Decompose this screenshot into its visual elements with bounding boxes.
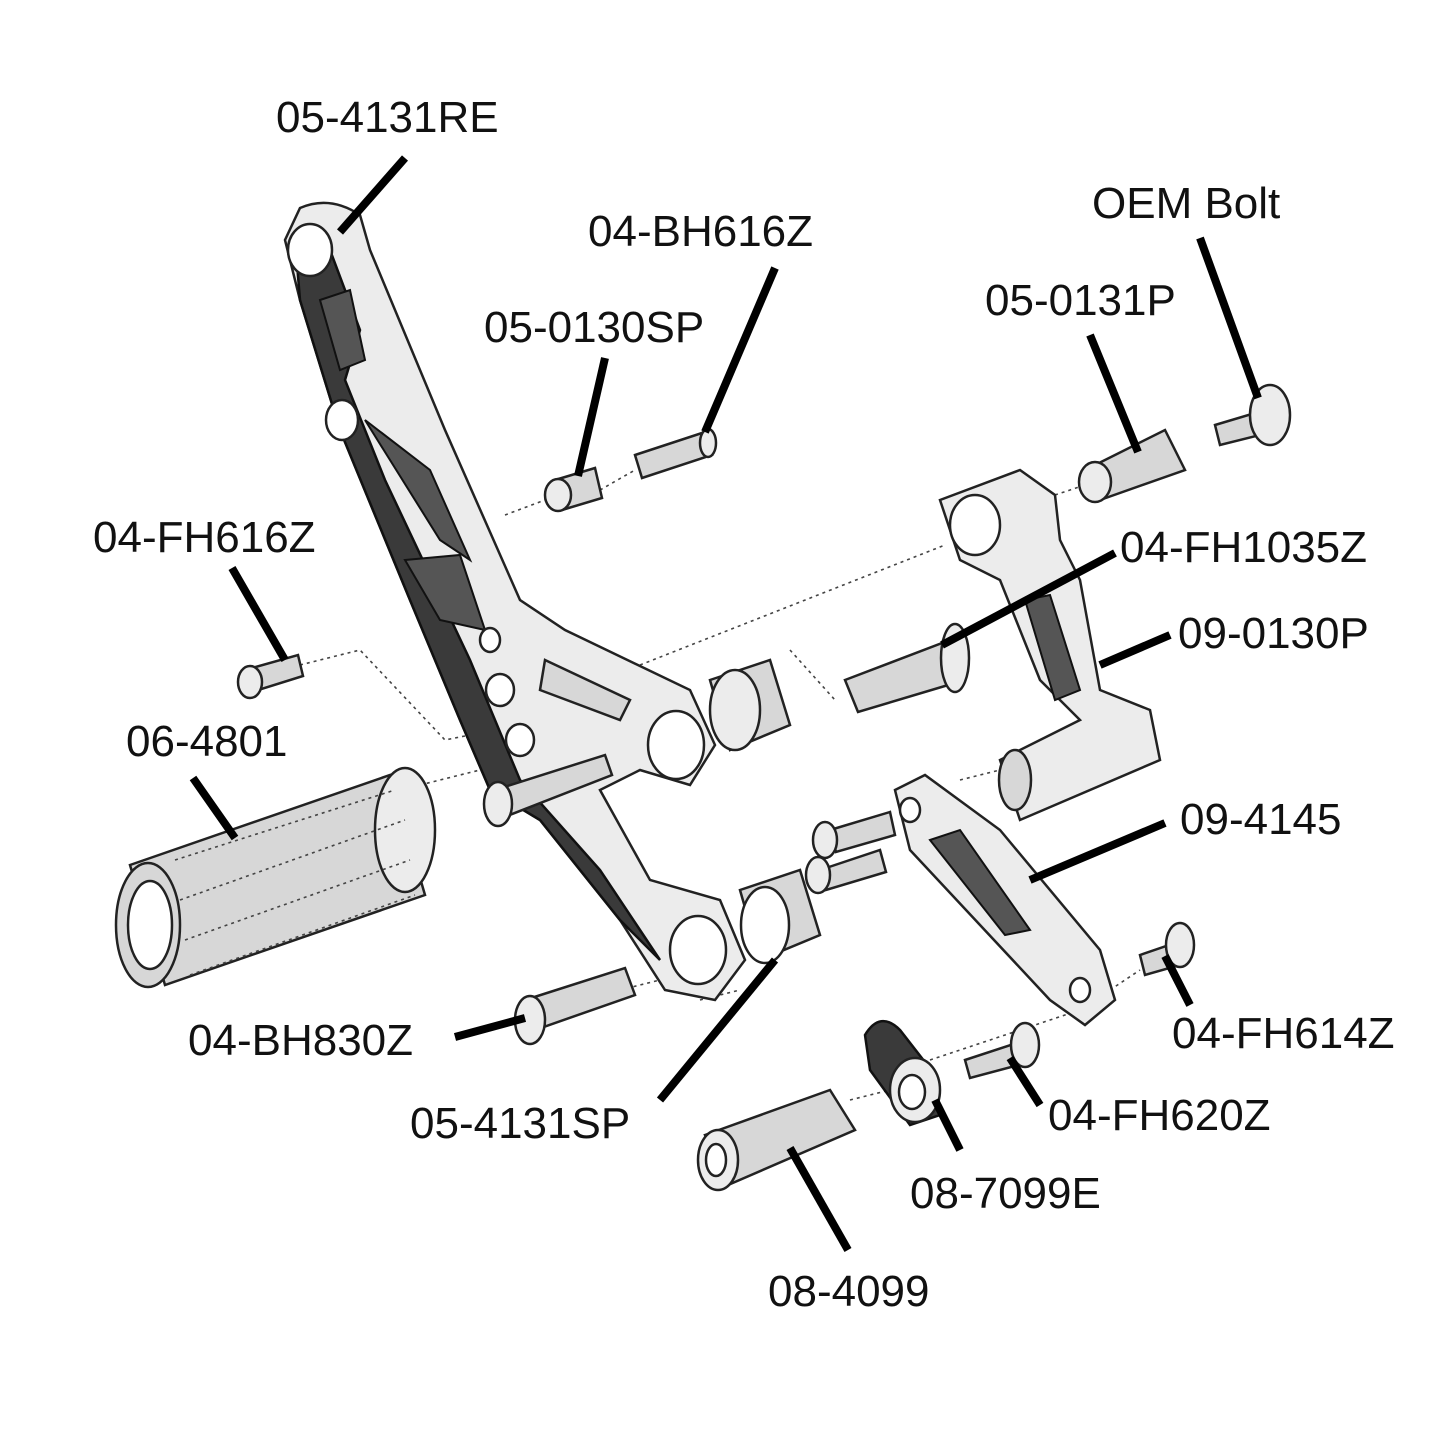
- label-09-0130P: 09-0130P: [1178, 609, 1369, 658]
- label-04-FH1035Z: 04-FH1035Z: [1120, 523, 1367, 572]
- footpeg-06-4801: [114, 766, 437, 989]
- bolt-04-BH616Z: [633, 427, 718, 480]
- leader-09-0130P: [1098, 631, 1172, 669]
- spacer-top: [708, 658, 792, 752]
- bolt-04-FH1035Z: [843, 622, 971, 714]
- footpeg-shaft: [482, 753, 614, 828]
- rearset-plate-05-4131RE: [283, 201, 747, 1002]
- label-04-FH614Z: 04-FH614Z: [1172, 1009, 1395, 1058]
- leader-08-4099: [786, 1146, 852, 1252]
- leader-05-4131RE: [336, 155, 409, 235]
- label-04-FH620Z: 04-FH620Z: [1048, 1091, 1271, 1140]
- leader-09-4145: [1028, 819, 1167, 884]
- label-04-FH616Z: 04-FH616Z: [93, 513, 316, 562]
- leader-04-BH830Z: [453, 1014, 527, 1041]
- label-05-0131P: 05-0131P: [985, 276, 1176, 325]
- label-08-4099: 08-4099: [768, 1267, 929, 1316]
- leader-05-4131SP: [656, 957, 779, 1103]
- leader-OEM-Bolt: [1196, 236, 1262, 400]
- label-05-4131SP: 05-4131SP: [410, 1099, 630, 1148]
- bolt-04-FH620Z: [963, 1021, 1041, 1080]
- spacer-05-4131SP: [738, 868, 822, 965]
- leader-05-0131P: [1086, 333, 1142, 454]
- leader-lines: [189, 155, 1262, 1252]
- bolt-04-BH830Z: [513, 966, 637, 1046]
- link-arm-09-4145: [893, 773, 1117, 1027]
- leader-04-BH616Z: [701, 266, 779, 434]
- label-05-0130SP: 05-0130SP: [484, 303, 704, 352]
- oem-bolt: [1213, 383, 1292, 447]
- leader-06-4801: [189, 775, 239, 841]
- label-05-4131RE: 05-4131RE: [276, 93, 499, 142]
- label-OEM-Bolt: OEM Bolt: [1092, 179, 1280, 228]
- part-labels: 05-4131RE 04-BH616Z OEM Bolt 05-0131P 05…: [93, 93, 1395, 1316]
- label-06-4801: 06-4801: [126, 717, 287, 766]
- leader-05-0130SP: [574, 357, 609, 477]
- assembly-guide-lines: [299, 469, 1141, 1101]
- leader-04-FH1035Z: [940, 549, 1117, 649]
- leader-04-FH614Z: [1161, 954, 1194, 1007]
- spacer-05-0130SP: [543, 466, 604, 513]
- clevis-08-7099E: [863, 1020, 942, 1127]
- leader-08-7099E: [931, 1098, 964, 1152]
- label-09-4145: 09-4145: [1180, 795, 1341, 844]
- rod-08-4099: [696, 1088, 857, 1192]
- label-04-BH616Z: 04-BH616Z: [588, 207, 813, 256]
- leader-04-FH616Z: [228, 566, 289, 662]
- bolts-pair: [804, 810, 897, 895]
- leader-04-FH620Z: [1006, 1055, 1044, 1108]
- bolt-04-FH616Z: [236, 653, 305, 700]
- label-08-7099E: 08-7099E: [910, 1169, 1101, 1218]
- bracket-09-0130P: [938, 468, 1162, 822]
- label-04-BH830Z: 04-BH830Z: [188, 1016, 413, 1065]
